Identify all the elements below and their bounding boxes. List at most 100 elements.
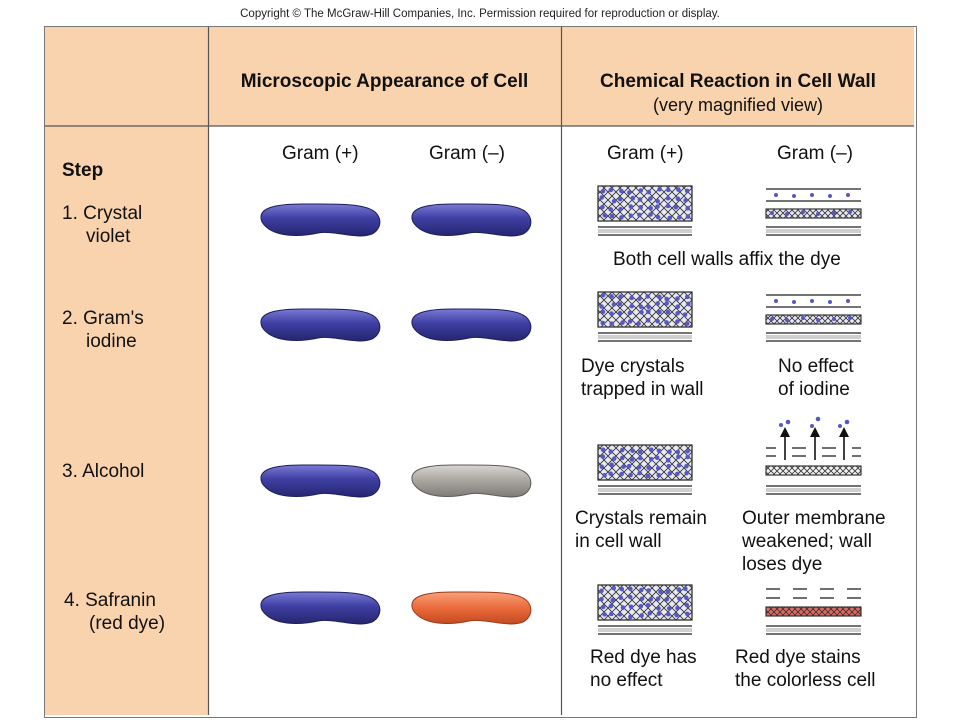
crystal-dot (646, 189, 652, 195)
crystal-dot (627, 319, 633, 324)
label-micro-gram-pos: Gram (+) (282, 143, 359, 164)
crystal-dot (665, 458, 671, 463)
crystal-dot (628, 204, 634, 209)
wall-pos-step2 (597, 291, 693, 342)
crystal-dot (656, 606, 661, 611)
crystal-dot (648, 206, 653, 211)
caption-step3-neg-line3: loses dye (742, 554, 823, 575)
wall-pos-step4 (597, 584, 693, 635)
crystal-dot (657, 294, 662, 300)
crystal-dot (655, 214, 661, 220)
crystal-dot (675, 605, 680, 611)
arrow-up-icon (839, 427, 849, 460)
crystal-dot (665, 196, 671, 201)
crystal-dot (637, 296, 642, 302)
crystal-dot (674, 612, 679, 618)
wall-pos-step1 (597, 185, 693, 236)
crystal-dot (655, 204, 660, 209)
crystal-dot (664, 296, 669, 302)
crystal-dot (684, 470, 689, 476)
crystal-dot (684, 595, 689, 600)
crystal-dot (676, 587, 682, 592)
crystal-dot (599, 596, 604, 602)
label-chem-gram-neg: Gram (–) (777, 143, 853, 164)
crystal-dot (658, 589, 663, 595)
crystal-dot (665, 589, 671, 595)
crystal-dot (648, 447, 654, 453)
caption-step2-neg-line1: No effect (778, 356, 854, 377)
caption-step4-neg-line2: the colorless cell (735, 670, 876, 691)
crystal-dot (609, 213, 615, 219)
header-chemical: Chemical Reaction in Cell Wall (600, 71, 876, 92)
cell-step1-neg (411, 203, 532, 237)
crystal-dot (602, 473, 607, 478)
step-heading: Step (62, 160, 104, 181)
caption-step4-neg-line1: Red dye stains (735, 647, 861, 668)
label-chem-gram-pos: Gram (+) (607, 143, 684, 164)
crystal-dot (609, 321, 614, 327)
crystal-dot (677, 596, 682, 602)
crystal-dot (602, 612, 607, 617)
crystal-dot (684, 188, 690, 194)
crystal-dot (664, 301, 669, 306)
crystal-dot (637, 470, 642, 476)
crystal-dot (627, 310, 633, 316)
crystal-dot (628, 614, 633, 620)
crystal-dot (637, 449, 643, 455)
crystal-dot (620, 455, 625, 461)
caption-step4-pos-line2: no effect (590, 670, 663, 691)
crystal-dot (646, 304, 651, 310)
crystal-dot (683, 586, 688, 592)
crystal-dot (611, 585, 616, 591)
crystal-dot (628, 604, 634, 610)
header-chemical-subtitle: (very magnified view) (652, 95, 824, 115)
crystal-dot (600, 204, 605, 210)
crystal-dot (657, 187, 662, 192)
crystal-dot (617, 196, 623, 202)
caption-step3-pos-line1: Crystals remain (575, 508, 707, 529)
crystal-dot (648, 596, 654, 602)
crystal-dot (655, 301, 660, 306)
wall-neg-step4 (765, 588, 862, 635)
crystal-dot (619, 471, 624, 477)
crystal-dot (667, 449, 672, 455)
arrow-up-icon (780, 427, 790, 460)
crystal-dot (673, 205, 679, 210)
crystal-dot (656, 448, 662, 454)
crystal-dot (685, 449, 690, 454)
step-3-label: 3. Alcohol (62, 461, 145, 482)
cell-step3-pos (260, 464, 381, 498)
crystal-dot (636, 321, 641, 326)
crystal-dot (645, 318, 651, 323)
crystal-dot (608, 603, 614, 609)
crystal-dot (599, 304, 604, 309)
crystal-dot (664, 320, 669, 325)
crystal-dot (645, 602, 651, 608)
crystal-dot (629, 303, 635, 309)
crystal-dot (611, 302, 617, 307)
crystal-dot (667, 606, 672, 611)
crystal-dot (639, 587, 644, 593)
crystal-dot (637, 212, 642, 218)
crystal-dot (684, 602, 690, 608)
crystal-dot (618, 595, 624, 600)
crystal-dot (600, 292, 606, 298)
cell-step2-neg (411, 308, 532, 342)
crystal-dot (628, 213, 634, 219)
wall-neg-step3 (765, 416, 862, 495)
crystal-dot (657, 309, 662, 315)
crystal-dot (618, 206, 623, 212)
caption-step2-pos-line2: trapped in wall (581, 379, 704, 400)
crystal-dot (676, 454, 681, 460)
crystal-dot (675, 449, 681, 455)
crystal-dot (630, 195, 636, 201)
crystal-dot (617, 612, 623, 617)
crystal-dot (676, 187, 681, 192)
crystal-dot (666, 611, 671, 617)
crystal-dot (609, 311, 614, 316)
crystal-dot (685, 214, 691, 219)
wall-pos-step3 (597, 444, 693, 495)
crystal-dot (637, 197, 643, 202)
crystal-dot (667, 215, 673, 221)
crystal-dot (618, 294, 623, 299)
